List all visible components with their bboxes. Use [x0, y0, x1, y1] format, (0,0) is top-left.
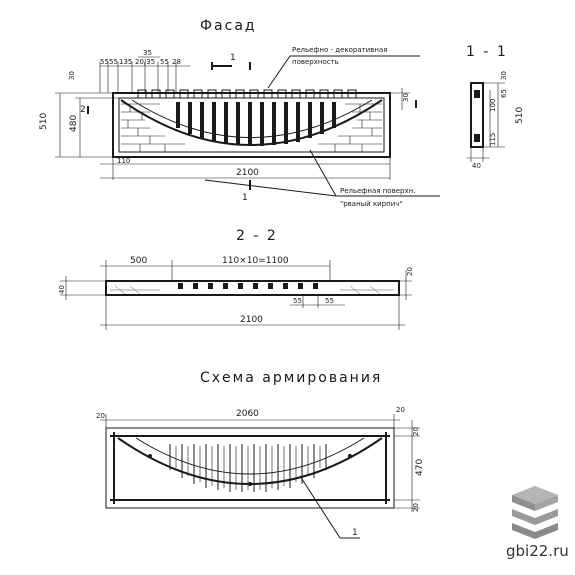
reinforcement-joints [148, 454, 352, 486]
svg-text:65: 65 [500, 89, 508, 98]
facade-view: Фасад [39, 18, 440, 208]
top-crenellations [137, 89, 357, 98]
section-1-1-dim-40: 40 [472, 162, 481, 170]
section-2-2-dim-40: 40 [58, 285, 66, 294]
reinforcement-dim-470: 470 [415, 459, 425, 476]
section-2-2-dim-20: 20 [406, 267, 414, 276]
facade-marker-1-top: 1 [230, 53, 236, 63]
facade-marker-1-bottom: 1 [242, 193, 248, 203]
section-2-2-dim-2100: 2100 [240, 315, 263, 325]
facade-dim-510: 510 [39, 113, 49, 130]
section-2-2-dim-55a: 55 [293, 297, 302, 305]
leader-line-bottom-note [204, 149, 440, 197]
section-1-1: 1 - 1 30 65 100 115 510 40 [466, 44, 525, 170]
leader-line-top-note [267, 55, 420, 89]
vertical-slots [176, 102, 336, 146]
facade-top-dimension-lines [99, 62, 190, 93]
section-2-2-dim-series: 110×10=1100 [222, 256, 289, 266]
reinforcement-frame-bars [110, 432, 390, 504]
facade-panel-inner [118, 97, 385, 153]
svg-text:20/35: 20/35 [135, 58, 155, 66]
watermark-site: gbi22.ru [506, 542, 569, 560]
brick-texture-right [318, 103, 382, 152]
reinforcement-dim-left-20: 20 [96, 412, 105, 420]
section-marker-top [211, 62, 251, 70]
facade-dim-30: 30 [68, 71, 76, 80]
section-2-2-notches [178, 283, 318, 289]
section-2-2-dim-55b: 55 [325, 297, 334, 305]
reinforcement-scheme: Схема армирования 2060 20 20 20 470 20 1 [96, 370, 425, 539]
facade-dim-480: 480 [69, 115, 79, 132]
reinforcement-right-dimension-lines [394, 420, 420, 512]
note-bottom-line-1: Рельефная поверхн. [340, 187, 415, 195]
facade-left-dimension-lines [55, 92, 119, 158]
section-2-2: 2 - 2 500 110×10=1100 20 40 55 55 2100 [58, 228, 414, 330]
note-top-line-2: поверхность [292, 58, 339, 66]
section-2-2-bottom-dimension-lines [100, 295, 405, 330]
svg-text:30: 30 [500, 71, 508, 80]
reinforcement-arc-bar [117, 437, 383, 485]
facade-title: Фасад [200, 18, 257, 34]
reinforcement-top-dimension-lines [100, 414, 400, 428]
facade-bottom-dimension-lines [100, 157, 391, 180]
reinforcement-dim-top-20: 20 [412, 427, 420, 436]
section-2-2-top-dimension-lines [100, 260, 331, 281]
facade-dim-35: 35 [143, 49, 152, 57]
facade-dim-2100: 2100 [236, 168, 259, 178]
section-2-2-title: 2 - 2 [236, 228, 278, 244]
svg-text:28: 28 [172, 58, 181, 66]
section-1-1-title: 1 - 1 [466, 44, 508, 60]
svg-text:100: 100 [489, 99, 497, 112]
facade-dim-right-30: 30 [402, 93, 410, 102]
section-1-1-dimension-lines [483, 82, 505, 148]
svg-text:55: 55 [109, 58, 118, 66]
reinforcement-slots [169, 444, 327, 492]
note-bottom-line-2: "рваный кирпич" [340, 200, 403, 208]
reinforcement-dim-bottom-20: 20 [412, 503, 420, 512]
section-2-2-dim-500: 500 [130, 256, 147, 266]
facade-marker-2: 2 [80, 105, 86, 115]
reinforcement-title: Схема армирования [200, 370, 382, 386]
note-top-line-1: Рельефно - декоративная [292, 46, 387, 54]
svg-text:510: 510 [515, 107, 525, 124]
facade-panel-outline [112, 92, 391, 158]
svg-text:55: 55 [100, 58, 109, 66]
svg-text:135: 135 [119, 58, 132, 66]
reinforcement-dim-2060: 2060 [236, 409, 259, 419]
reinforcement-panel-outline [105, 427, 395, 509]
section-1-1-dims: 30 65 100 115 510 [489, 71, 525, 146]
facade-dim-110: 110 [117, 157, 130, 165]
brick-texture-left [121, 103, 185, 152]
reinforcement-dim-right-20: 20 [396, 406, 405, 414]
section-2-2-profile [105, 280, 400, 296]
facade-top-dims: 55 55 135 20/35 55 28 [100, 58, 181, 66]
svg-text:55: 55 [160, 58, 169, 66]
reinforcement-leader-line [299, 475, 360, 539]
svg-text:115: 115 [489, 133, 497, 146]
layers-logo-icon [512, 486, 558, 539]
reinforcement-marker-1: 1 [352, 528, 358, 538]
section-1-1-profile [470, 82, 484, 148]
reinforcement-arc-inner [135, 437, 365, 475]
